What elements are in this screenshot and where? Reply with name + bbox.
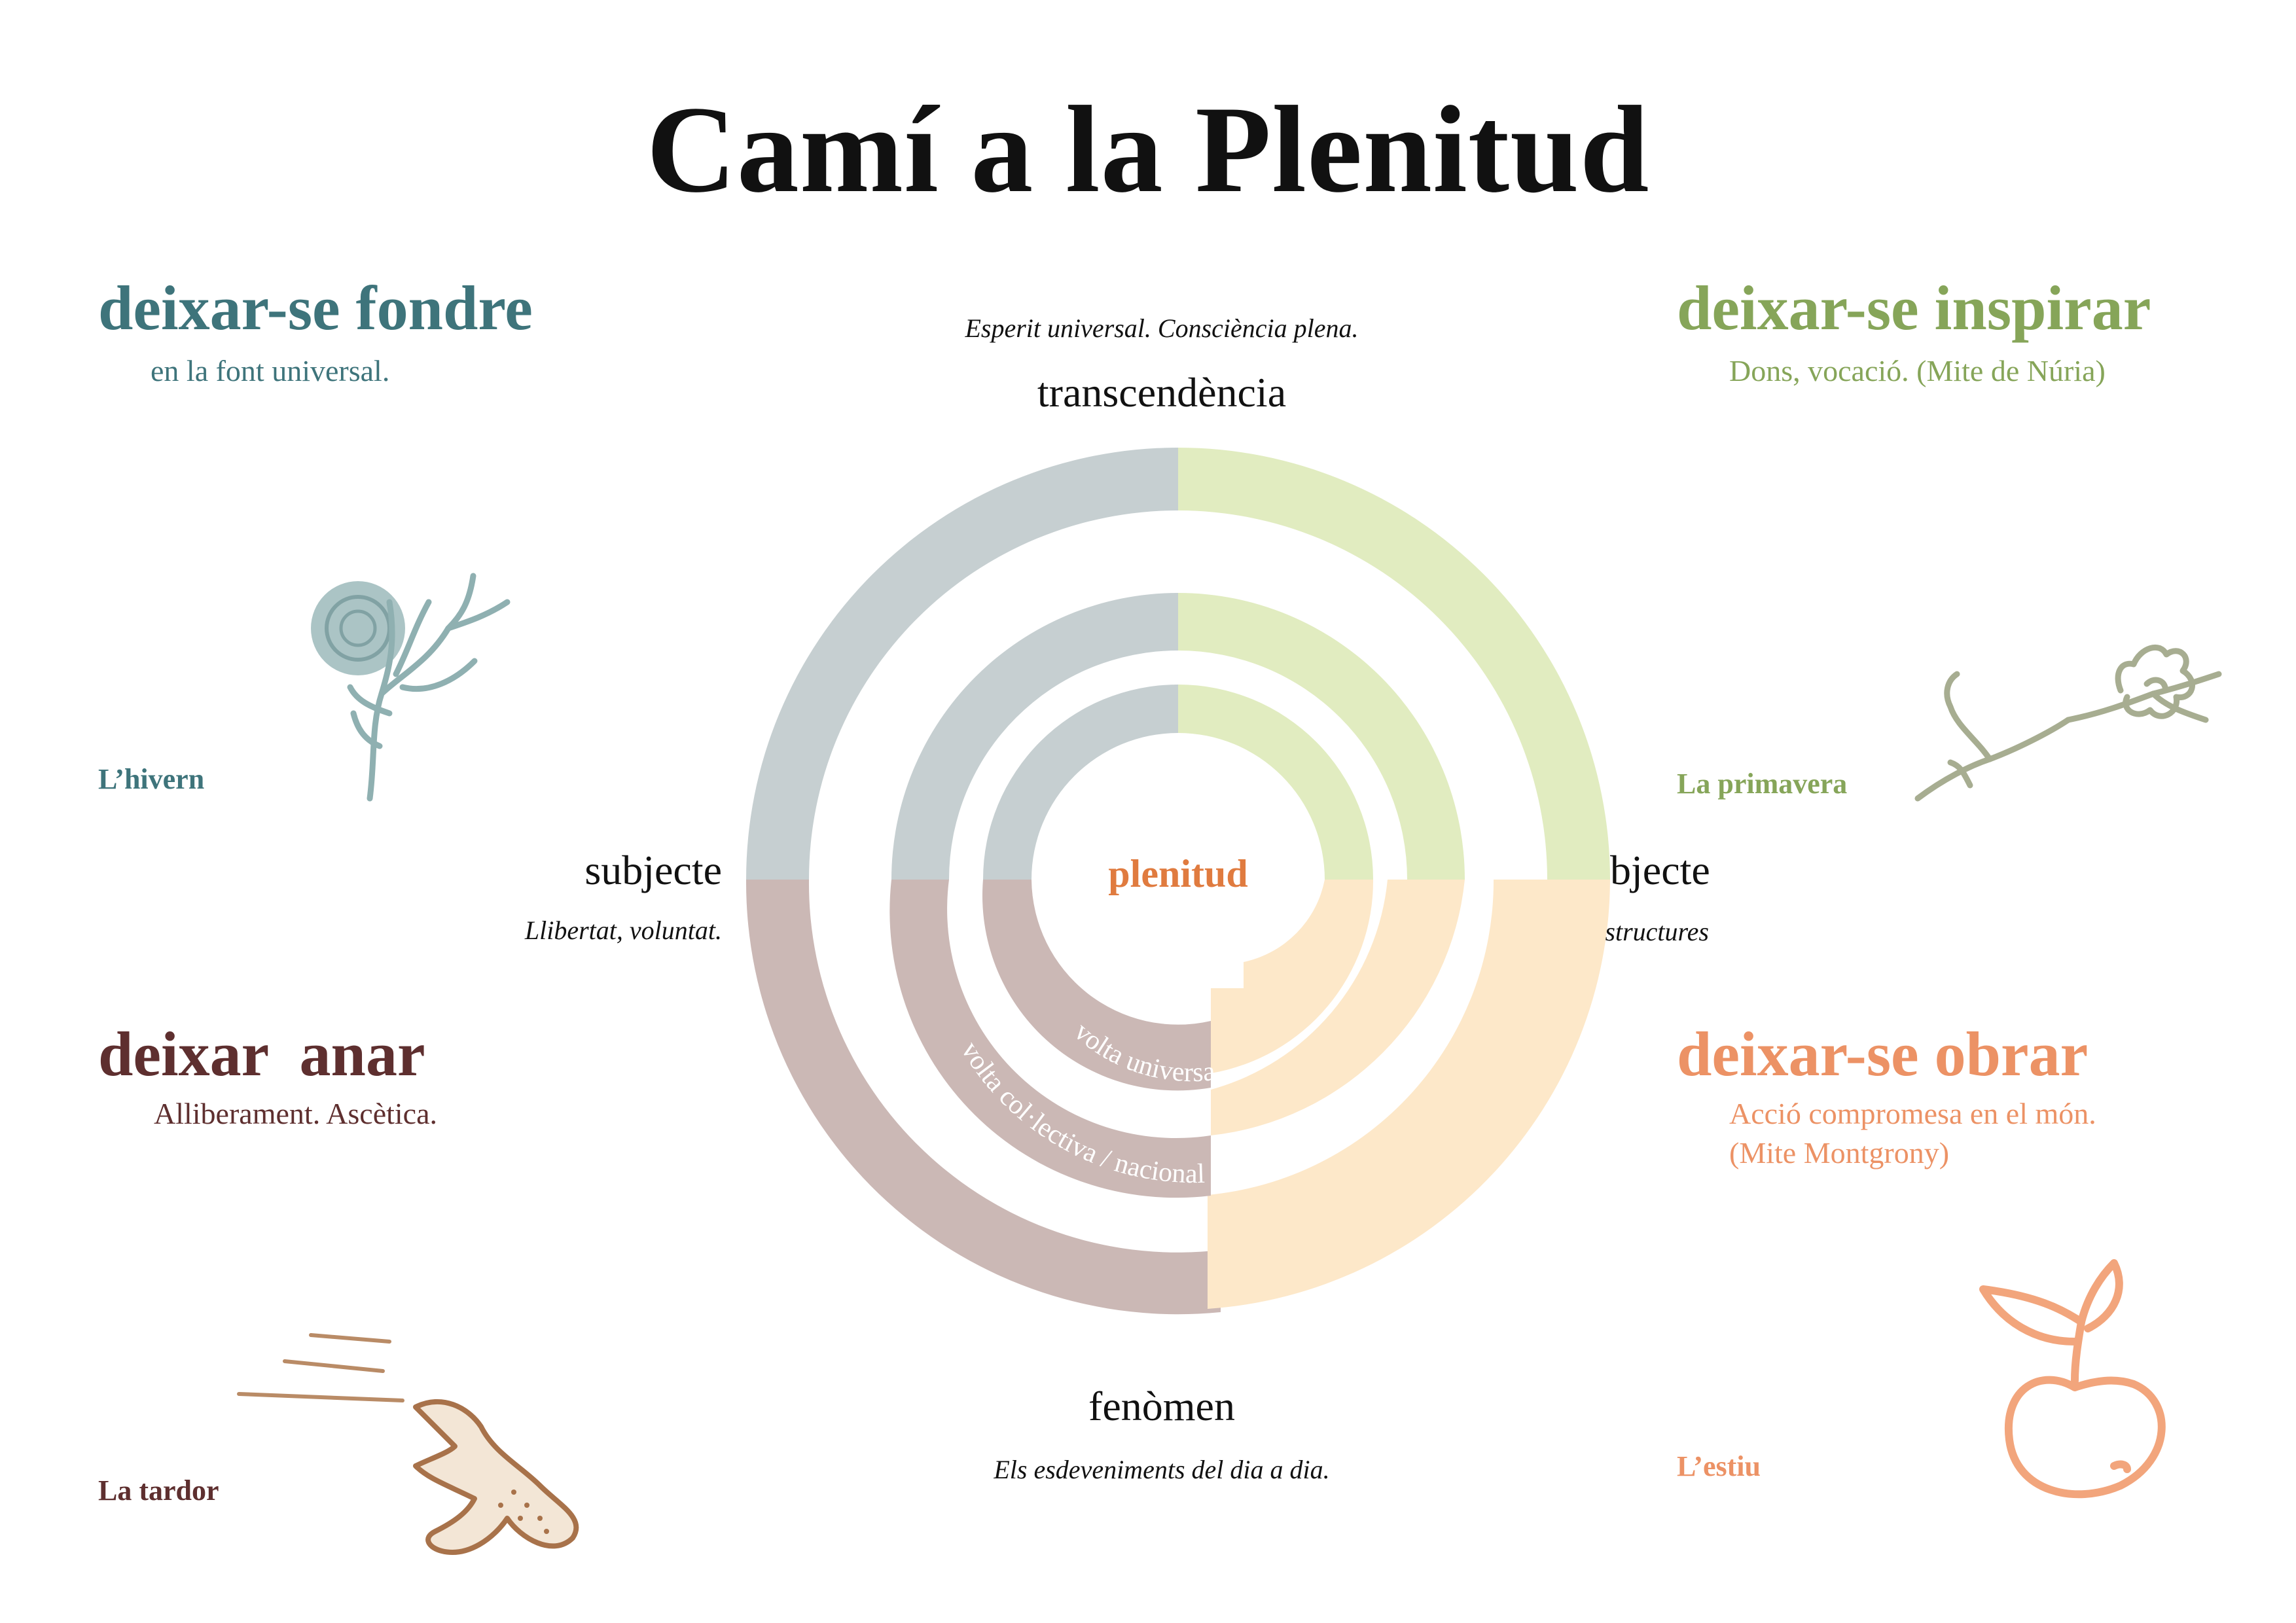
axis-bottom-label: fenòmen	[1088, 1383, 1235, 1429]
heading-deixar-anar: deixar anar	[98, 1019, 425, 1089]
ring-inner-mauve	[982, 880, 1211, 1091]
ring-middle-peach	[1208, 880, 1610, 1309]
ring-inner-peach	[1211, 880, 1465, 1135]
center-label-plenitud: plenitud	[1108, 852, 1247, 895]
season-summer: L’estiu	[1677, 1450, 1761, 1482]
subtitle-dons-vocacio: Dons, vocació. (Mite de Núria)	[1729, 354, 2106, 387]
ring-inner-peach-small	[1211, 880, 1374, 1073]
spring-flower-branch-icon	[1914, 644, 2222, 802]
ring-outer-mauve	[745, 880, 1221, 1315]
heading-deixar-se-fondre: deixar-se fondre	[98, 273, 533, 343]
swallow-bird-icon	[237, 1333, 579, 1555]
subtitle-mite-montgrony: (Mite Montgrony)	[1729, 1136, 1950, 1169]
axis-right-note: Estructures	[1589, 917, 1709, 946]
axis-left-label: subjecte	[584, 847, 722, 893]
axis-top-note: Esperit universal. Consciència plena.	[965, 313, 1359, 343]
axis-left-note: Llibertat, voluntat.	[524, 916, 722, 945]
ring-outer-green	[1178, 448, 1610, 880]
winter-tree-icon	[311, 573, 511, 802]
ring-middle-mauve	[889, 880, 1211, 1198]
ring-outer-grey	[746, 448, 1178, 880]
axis-top-label: transcendència	[1037, 369, 1287, 416]
heading-deixar-se-inspirar: deixar-se inspirar	[1677, 273, 2151, 343]
page-title: Camí a la Plenitud	[646, 81, 1650, 219]
subtitle-alliberament: Alliberament. Ascètica.	[154, 1097, 438, 1130]
apple-fruit-icon	[1979, 1259, 2166, 1499]
heading-deixar-se-obrar: deixar-se obrar	[1677, 1019, 2089, 1089]
subtitle-font-universal: en la font universal.	[151, 354, 390, 387]
ring-inner-green	[1178, 685, 1373, 880]
subtitle-accio-compromesa: Acció compromesa en el món.	[1729, 1097, 2096, 1130]
axis-bottom-note: Els esdeveniments del dia a dia.	[994, 1455, 1330, 1484]
season-autumn: La tardor	[98, 1474, 219, 1507]
ring-middle-grey	[891, 593, 1178, 880]
ring-middle-green	[1178, 593, 1465, 880]
season-winter: L’hivern	[98, 763, 205, 795]
ring-inner-grey	[983, 685, 1178, 880]
season-spring: La primavera	[1677, 768, 1848, 800]
